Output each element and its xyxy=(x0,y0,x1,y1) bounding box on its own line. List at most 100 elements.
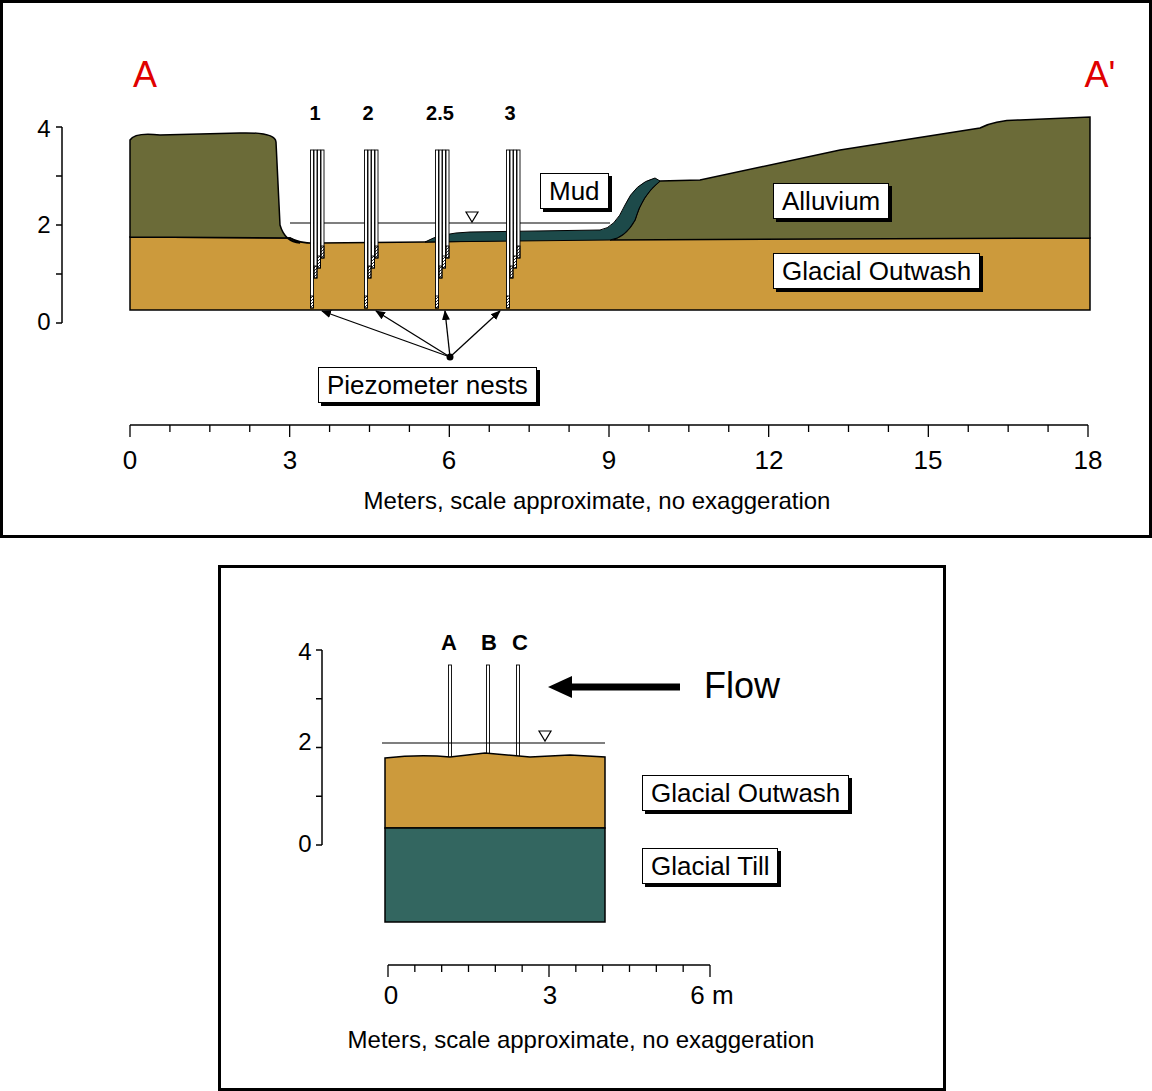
piezometer-screen xyxy=(439,266,442,278)
nest-number: 1 xyxy=(309,102,320,124)
scale-tick xyxy=(808,425,809,432)
leader-lines xyxy=(322,311,500,361)
scale-tick xyxy=(683,965,684,972)
axis-tick xyxy=(56,224,62,226)
scale-tick xyxy=(468,965,469,972)
piezometer-screen xyxy=(507,296,510,308)
piezometer-screen xyxy=(365,296,368,308)
scale-tick xyxy=(1087,425,1088,437)
piezometer-screen xyxy=(368,266,371,278)
piezometer-pipe xyxy=(368,150,371,278)
piezometer-label: B xyxy=(481,631,497,655)
scale-tick xyxy=(968,425,969,432)
scale-value: 9 xyxy=(602,446,616,475)
scale-tick xyxy=(575,965,576,972)
scale-caption: Meters, scale approximate, no exaggerati… xyxy=(348,1027,815,1053)
section-end-label: A xyxy=(133,55,157,95)
piezometer-pipe xyxy=(514,150,517,268)
tick-marks xyxy=(56,127,1088,977)
piezometer-screen xyxy=(514,256,517,268)
piezometers xyxy=(311,150,521,823)
scale-tick xyxy=(728,425,729,432)
piezometer-screen xyxy=(446,246,449,258)
axis-tick xyxy=(316,698,322,700)
piezometer-screen xyxy=(321,246,324,258)
box-text: Glacial Outwash xyxy=(651,778,840,808)
alluvium-layer xyxy=(610,117,1090,240)
scale-tick xyxy=(608,425,609,437)
scale-tick xyxy=(387,965,388,977)
scale-tick xyxy=(169,425,170,432)
piezometer-pipe xyxy=(321,150,324,258)
water-symbol xyxy=(466,212,478,222)
piezometer-pipe xyxy=(372,150,375,268)
box-text: Piezometer nests xyxy=(327,370,528,400)
piezometer-pipe xyxy=(311,150,314,308)
scale-tick xyxy=(629,965,630,972)
axis-tick xyxy=(316,649,322,651)
piezometer-pipe xyxy=(510,150,513,278)
scale-tick xyxy=(489,425,490,432)
piezometer-label: A xyxy=(441,631,457,655)
scale-tick xyxy=(1047,425,1048,432)
axis-value: 4 xyxy=(298,639,311,665)
scale-tick xyxy=(656,965,657,972)
scale-tick xyxy=(888,425,889,432)
axis-tick xyxy=(316,796,322,798)
axis-tick xyxy=(56,175,62,177)
scale-tick xyxy=(409,425,410,432)
water-table xyxy=(382,742,605,743)
water-table xyxy=(290,222,610,223)
axis-tick xyxy=(316,747,322,749)
panel-frame xyxy=(2,2,1151,537)
scale-tick xyxy=(529,425,530,432)
label-box: Glacial Till xyxy=(642,848,778,884)
water-symbol xyxy=(539,731,551,741)
axis-tick xyxy=(56,126,62,128)
scale-tick xyxy=(522,965,523,972)
outwash-layer xyxy=(385,753,605,828)
piezometer-label: C xyxy=(512,631,528,655)
axis-value: 0 xyxy=(37,309,50,335)
till-layer xyxy=(385,828,605,922)
piezometer-pipe xyxy=(314,150,317,278)
scale-tick xyxy=(329,425,330,432)
scale-value: 6 xyxy=(442,446,456,475)
piezometer-screen xyxy=(311,296,314,308)
piezometer-pipe xyxy=(436,150,439,308)
scale-tick xyxy=(414,965,415,972)
piezometer-screen xyxy=(314,266,317,278)
flow-label: Flow xyxy=(704,666,780,706)
axis-value: 2 xyxy=(298,729,311,755)
scale-tick xyxy=(568,425,569,432)
nest-number: 2.5 xyxy=(426,102,454,124)
scale-tick xyxy=(768,425,769,437)
box-text: Alluvium xyxy=(782,186,880,216)
piezometer-pipe xyxy=(446,150,449,258)
scale-tick xyxy=(369,425,370,432)
piezometer-screen xyxy=(510,266,513,278)
scale-tick xyxy=(441,965,442,972)
piezometer-screen xyxy=(318,256,321,268)
piezometer-pipe xyxy=(365,150,368,308)
piezometer-screen xyxy=(436,296,439,308)
label-box: Piezometer nests xyxy=(318,367,537,403)
piezometer-screen xyxy=(372,256,375,268)
piezometer-pipe xyxy=(439,150,442,278)
axis-tick xyxy=(56,322,62,324)
axis-tick xyxy=(316,844,322,846)
axis-value: 0 xyxy=(298,831,311,857)
scale-tick xyxy=(129,425,130,437)
piezometer-pipe xyxy=(318,150,321,268)
box-text: Mud xyxy=(549,176,600,206)
label-box: Glacial Outwash xyxy=(642,775,849,811)
scale-tick xyxy=(249,425,250,432)
scale-value: 15 xyxy=(914,446,943,475)
box-text: Glacial Outwash xyxy=(782,256,971,286)
scale-bar xyxy=(388,964,710,966)
alluvium-layer xyxy=(130,133,300,243)
flow-arrow xyxy=(560,684,680,691)
nest-number: 3 xyxy=(504,102,515,124)
panel-frame xyxy=(220,567,945,1090)
